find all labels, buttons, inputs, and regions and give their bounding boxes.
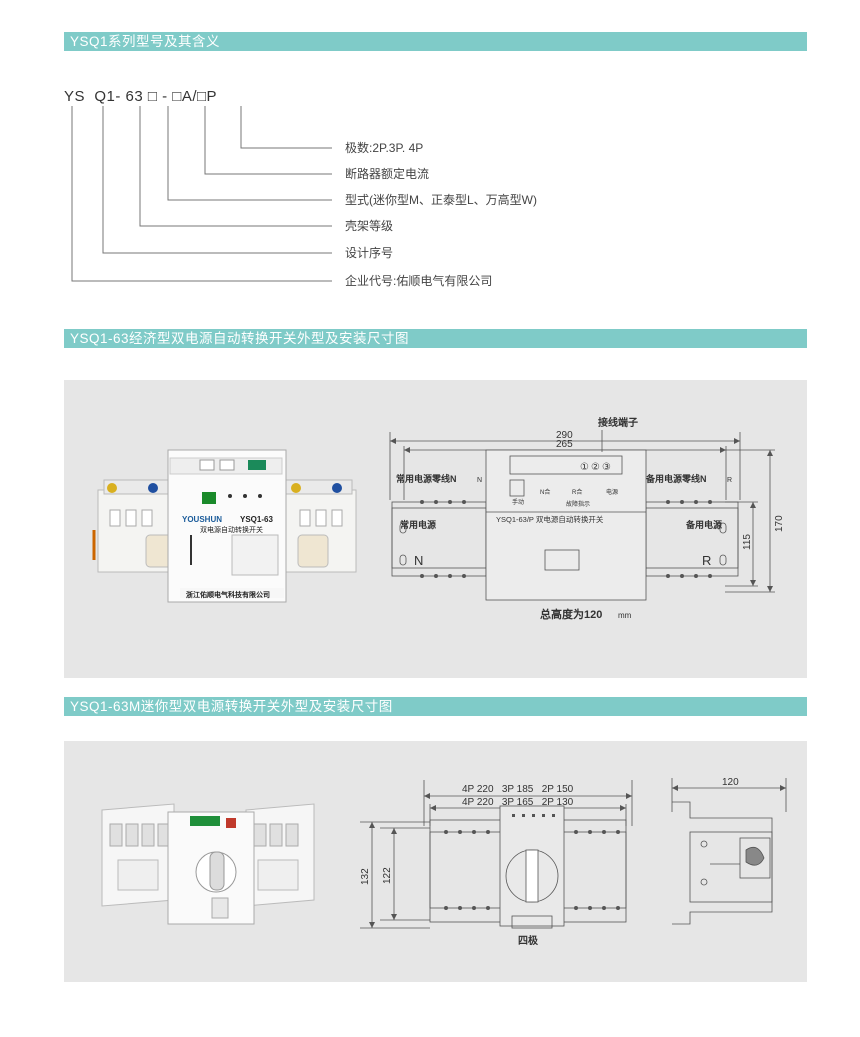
device-title: YSQ1-63/P 双电源自动转换开关 bbox=[496, 514, 604, 524]
section-title-naming: YSQ1系列型号及其含义 bbox=[64, 32, 807, 51]
backup-neutral-label: 备用电源零线N bbox=[645, 473, 707, 484]
backup-neutral-sub: R bbox=[727, 477, 732, 484]
mini-product-photo bbox=[101, 803, 315, 925]
terminal-label: 接线端子 bbox=[598, 416, 638, 429]
dim-115: 115 bbox=[742, 534, 753, 550]
common-neutral-sub: N bbox=[477, 477, 482, 484]
mini-dim-120: 120 bbox=[722, 777, 739, 788]
mini-dim-132: 132 bbox=[360, 868, 371, 885]
legend-frame-class: 壳架等级 bbox=[345, 219, 394, 233]
mini-dim-top2: 4P 220 3P 165 2P 130 bbox=[462, 797, 574, 808]
common-power-label: 常用电源 bbox=[400, 519, 436, 530]
model-code: YS Q1- 63 □ - □A/□P bbox=[64, 88, 218, 105]
legend-type: 型式(迷你型M、正泰型L、万高型W) bbox=[345, 193, 537, 207]
section-title-economy: YSQ1-63经济型双电源自动转换开关外型及安装尺寸图 bbox=[64, 329, 807, 348]
economy-dimension-drawing: 接线端子 290 265 115 170 常用电源零线N N 备用电源零线N R… bbox=[389, 416, 785, 621]
n-position-label: N合 bbox=[540, 488, 550, 496]
common-neutral-label: 常用电源零线N bbox=[396, 473, 457, 484]
legend-poles: 极数:2P.3P. 4P bbox=[345, 141, 424, 155]
power-label: 电源 bbox=[606, 488, 618, 496]
fault-label: 故障指示 bbox=[566, 500, 590, 508]
terminal-3: ③ bbox=[602, 462, 611, 473]
total-height: 总高度为120 bbox=[540, 607, 602, 621]
mini-caption: 四极 bbox=[518, 934, 539, 947]
r-position-label: R合 bbox=[572, 488, 582, 496]
section-title-mini: YSQ1-63M迷你型双电源转换开关外型及安装尺寸图 bbox=[64, 697, 807, 716]
dim-265: 265 bbox=[556, 439, 573, 450]
mini-dim-122: 122 bbox=[382, 867, 393, 884]
terminal-2: ② bbox=[591, 462, 600, 473]
mini-side-drawing: 120 bbox=[671, 777, 787, 925]
dim-290: 290 bbox=[556, 430, 573, 441]
mini-front-drawing: 4P 220 3P 185 2P 150 4P 220 3P 165 2P 13… bbox=[360, 780, 633, 947]
terminal-1: ① bbox=[580, 462, 589, 473]
economy-photo-company: 浙江佑顺电气科技有限公司 bbox=[186, 590, 270, 599]
economy-product-photo: YOUSHUN YSQ1-63 双电源自动转换开关 浙江佑顺电气科技有限公司 bbox=[92, 449, 357, 603]
manual-label: 手动 bbox=[512, 498, 524, 506]
label-n: N bbox=[414, 553, 423, 568]
legend-company-code: 企业代号:佑顺电气有限公司 bbox=[345, 274, 493, 288]
naming-connector-lines bbox=[71, 106, 332, 282]
legend-design-serial: 设计序号 bbox=[345, 246, 394, 260]
label-r: R bbox=[702, 553, 711, 568]
economy-photo-name: 双电源自动转换开关 bbox=[200, 525, 263, 534]
economy-photo-brand: YOUSHUN bbox=[182, 515, 222, 524]
dim-170: 170 bbox=[774, 515, 785, 532]
legend-rated-current: 断路器额定电流 bbox=[345, 167, 430, 181]
economy-photo-model: YSQ1-63 bbox=[240, 515, 273, 524]
backup-power-label: 备用电源 bbox=[685, 519, 722, 530]
total-height-unit: mm bbox=[618, 611, 632, 620]
mini-dim-top1: 4P 220 3P 185 2P 150 bbox=[462, 784, 574, 795]
